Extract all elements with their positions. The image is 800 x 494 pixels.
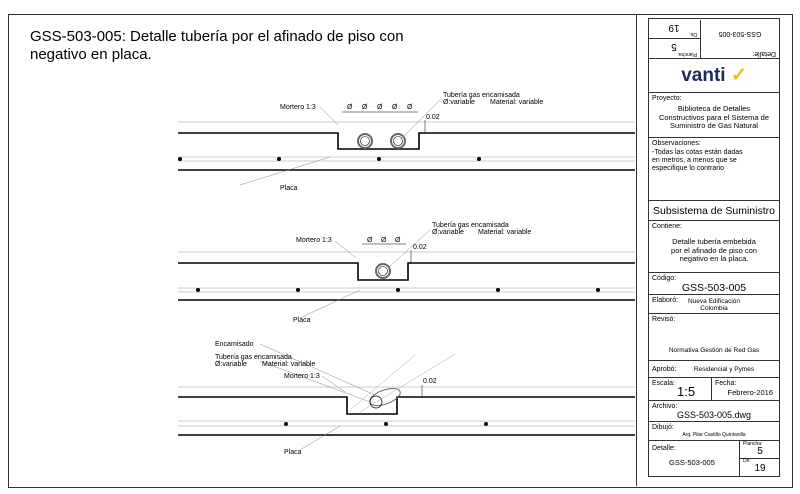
d2-phi: Ø <box>381 237 387 244</box>
tb-codigo: Código: GSS-503-005 <box>649 273 779 295</box>
dibujo-label: Dibujó: <box>652 424 674 431</box>
d1-material-label: Material: variable <box>490 99 543 106</box>
reviso-value: Normativa Gestión de Red Gas <box>668 347 760 354</box>
tb-header-inverted: Detalle: GSS-503-005 Plancha: 5 De: 19 <box>648 19 779 59</box>
d1-phi: Ø <box>347 104 353 111</box>
detalle-label: Detalle: <box>652 445 676 452</box>
d2-dimension: 0.02 <box>413 244 427 251</box>
reviso-label: Revisó: <box>652 316 676 323</box>
d3-dimension: 0.02 <box>423 378 437 385</box>
title-block: Detalle: GSS-503-005 Plancha: 5 De: 19 v… <box>648 18 780 477</box>
contiene-label: Contiene: <box>652 223 682 230</box>
archivo-value: GSS-503-005.dwg <box>676 410 752 420</box>
logo-text: vanti <box>681 65 726 86</box>
tb-archivo: Archivo: GSS-503-005.dwg <box>649 401 779 422</box>
subsistema-value: Subsistema de Suministro <box>653 205 775 217</box>
tb-top-detalle-label: Detalle: <box>752 50 776 57</box>
d3-mortero-label: Mortero 1:3 <box>284 373 320 380</box>
detail-3 <box>178 343 635 451</box>
escala-label: Escala: <box>652 380 675 387</box>
d1-phi: Ø <box>362 104 368 111</box>
d1-diam-label: Ø:variable <box>443 99 475 106</box>
tb-reviso: Revisó: Normativa Gestión de Red Gas <box>649 314 779 361</box>
d3-material-label: Material: variable <box>262 361 315 368</box>
drawing-title: GSS-503-005: Detalle tubería por el afin… <box>30 28 430 64</box>
elaboro-label: Elaboró: <box>652 297 679 304</box>
tb-aprobo: Aprobó: Residencial y Pymes <box>649 361 779 378</box>
proyecto-label: Proyecto: <box>652 95 682 102</box>
archivo-label: Archivo: <box>652 403 678 410</box>
title-line-1: GSS-503-005: Detalle tubería por el afin… <box>30 28 404 45</box>
tb-dibujo: Dibujó: Arq. Pilar Castillo Quintanilla <box>649 422 779 441</box>
tb-elaboro: Elaboró: Nueva Edificación Colombia <box>649 295 779 314</box>
d3-tuberia-label: Tubería gas encamisada <box>215 354 292 361</box>
tb-subsistema: Subsistema de Suministro <box>649 201 779 221</box>
observaciones-value: -Todas las cotas están dadas en metros, … <box>652 149 743 172</box>
d3-diam-label: Ø:variable <box>215 361 247 368</box>
aprobo-label: Aprobó: <box>652 366 677 373</box>
d2-tuberia-label: Tubería gas encamisada <box>432 222 509 229</box>
tb-logo-row: vanti ✓ <box>649 59 779 93</box>
tb-top-plancha: 5 <box>671 41 677 52</box>
tb-top-detalle: GSS-503-005 <box>718 30 762 37</box>
tb-escala-fecha: Escala: 1:5 Fecha: Febrero-2016 <box>649 378 779 401</box>
d1-placa-label: Placa <box>280 185 298 192</box>
elaboro-value: Nueva Edificación Colombia <box>687 298 741 312</box>
de-value: 19 <box>754 463 766 474</box>
codigo-label: Código: <box>652 275 677 282</box>
d2-material-label: Material: variable <box>478 229 531 236</box>
d1-phi: Ø <box>407 104 413 111</box>
fecha-value: Febrero-2016 <box>727 388 773 397</box>
title-line-2: negativo en placa. <box>30 46 152 63</box>
codigo-value: GSS-503-005 <box>681 282 747 294</box>
d2-mortero-label: Mortero 1:3 <box>296 237 332 244</box>
plancha-value: 5 <box>757 446 763 457</box>
tb-detalle: Detalle: GSS-503-005 Plancha: 5 De: 19 <box>649 441 780 476</box>
d2-diam-label: Ø:variable <box>432 229 464 236</box>
dibujo-value: Arq. Pilar Castillo Quintanilla <box>682 432 746 438</box>
d2-placa-label: Placa <box>293 317 311 324</box>
vanti-logo: vanti ✓ <box>649 64 779 87</box>
d1-dimension: 0.02 <box>426 114 440 121</box>
d1-phi: Ø <box>392 104 398 111</box>
escala-value: 1:5 <box>677 384 696 399</box>
contiene-value: Detalle tubería embebida por el afinado … <box>671 237 757 263</box>
tb-proyecto: Proyecto: Biblioteca de Detalles Constru… <box>649 93 779 138</box>
detail-drawings: Mortero 1:3 Tubería gas encamisada Ø:var… <box>178 92 635 456</box>
d1-phi: Ø <box>377 104 383 111</box>
check-icon: ✓ <box>730 65 747 86</box>
d3-placa-label: Placa <box>284 449 302 456</box>
tb-top-de: 19 <box>668 22 680 33</box>
frame-divider <box>636 14 637 486</box>
detail-1 <box>178 99 635 186</box>
tb-observaciones: Observaciones: -Todas las cotas están da… <box>649 138 779 201</box>
aprobo-value: Residencial y Pymes <box>693 366 755 373</box>
d2-phi: Ø <box>367 237 373 244</box>
detail-2 <box>178 229 635 319</box>
detalle-value: GSS-503-005 <box>669 458 715 467</box>
d3-encamisado-label: Encamisado <box>215 341 254 348</box>
proyecto-value: Biblioteca de Detalles Constructivos par… <box>658 104 770 130</box>
d2-phi: Ø <box>395 237 401 244</box>
tb-contiene: Contiene: Detalle tubería embebida por e… <box>649 221 779 273</box>
d1-tuberia-label: Tubería gas encamisada <box>443 92 520 99</box>
observaciones-label: Observaciones: <box>652 140 701 147</box>
de-label: De: <box>743 458 751 464</box>
drawing-frame <box>8 14 793 488</box>
fecha-label: Fecha: <box>715 380 737 387</box>
d1-mortero-label: Mortero 1:3 <box>280 104 316 111</box>
plancha-label: Plancha: <box>743 441 763 447</box>
